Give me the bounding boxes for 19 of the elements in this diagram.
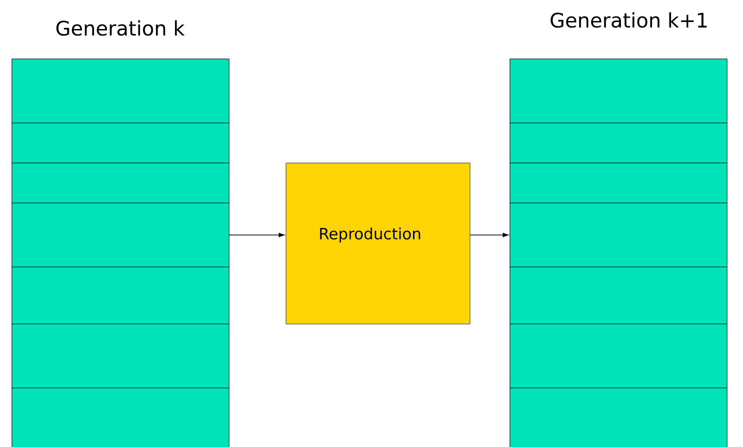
row-box bbox=[12, 202, 230, 268]
arrow bbox=[228, 232, 284, 238]
column-heading: Generation k bbox=[56, 20, 185, 36]
row-box bbox=[510, 122, 728, 164]
row-box bbox=[12, 162, 230, 204]
column-heading: Generation k+1 bbox=[550, 12, 707, 28]
row-box bbox=[510, 162, 728, 204]
process-box: Reproduction bbox=[286, 162, 470, 324]
row-box bbox=[12, 58, 230, 124]
row-box bbox=[510, 388, 728, 447]
row-box bbox=[12, 388, 230, 447]
row-box bbox=[12, 266, 230, 324]
row-box bbox=[510, 202, 728, 268]
row-box bbox=[510, 58, 728, 124]
row-box bbox=[12, 122, 230, 164]
row-box bbox=[510, 266, 728, 324]
row-box bbox=[510, 324, 728, 388]
arrow bbox=[470, 232, 508, 238]
row-box bbox=[12, 324, 230, 388]
